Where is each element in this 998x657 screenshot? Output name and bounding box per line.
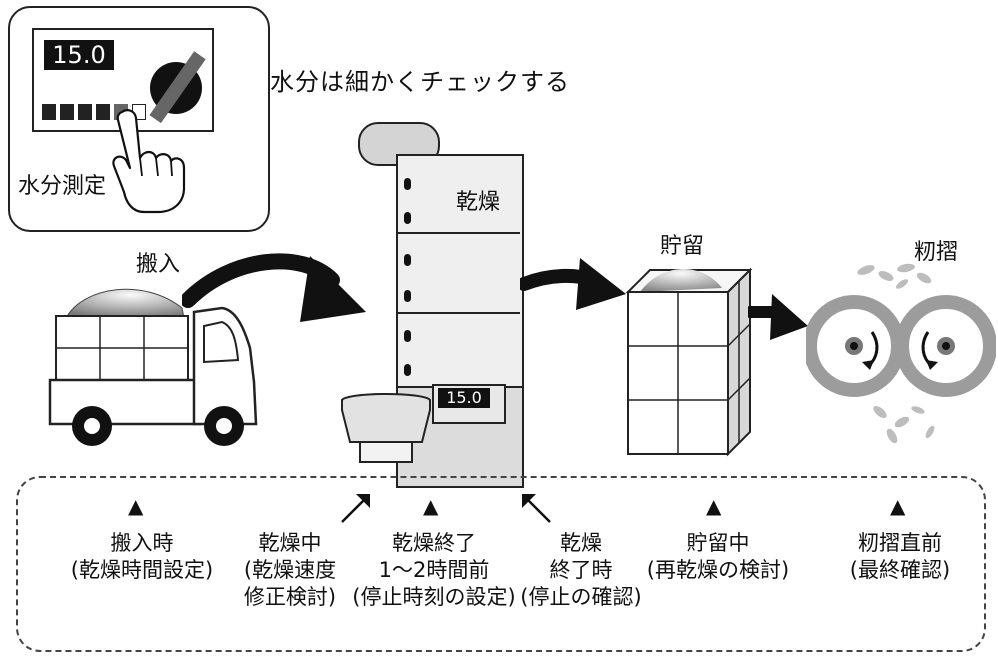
- timeline-item-before-end: 乾燥終了 1～2時間前 (停止時刻の設定): [346, 530, 522, 611]
- timeline-item-detail: (乾燥速度: [243, 558, 337, 582]
- timeline-item-storage: 貯留中 (再乾燥の検討): [640, 530, 796, 584]
- timeline-item-detail: 終了時: [549, 558, 613, 582]
- headline: 水分は細かくチェックする: [270, 68, 570, 96]
- timeline-item-title: 乾燥: [560, 531, 602, 555]
- timeline-item-detail: (乾燥時間設定): [70, 558, 214, 582]
- timeline-item-detail: (最終確認): [849, 558, 951, 582]
- marker-triangle-icon: ▲: [890, 494, 906, 518]
- timeline-item-detail: 1～2時間前: [378, 558, 490, 582]
- huller-rollers-illustration: [806, 263, 996, 444]
- timeline-item-before-hulling: 籾摺直前 (最終確認): [830, 530, 970, 584]
- timeline-item-unloading: 搬入時 (乾燥時間設定): [62, 530, 222, 584]
- timeline-item-detail: 修正検討): [243, 585, 337, 609]
- storage-bin-illustration: [625, 267, 753, 457]
- timeline-item-during-drying: 乾燥中 (乾燥速度 修正検討): [224, 530, 356, 611]
- timeline-item-detail: (停止の確認): [520, 585, 642, 609]
- meter-button[interactable]: [96, 104, 110, 120]
- moisture-measure-label: 水分測定: [18, 174, 107, 199]
- timeline-item-title: 搬入時: [110, 531, 174, 555]
- stage-label-hulling: 籾摺: [914, 240, 959, 265]
- meter-button[interactable]: [78, 104, 92, 120]
- timeline-item-title: 乾燥中: [258, 531, 322, 555]
- flow-arrow-icon: [748, 294, 808, 340]
- dial-knob-icon[interactable]: [146, 44, 210, 124]
- flow-arrow-icon: [182, 253, 366, 322]
- meter-display-value: 15.0: [52, 41, 106, 69]
- rivet-icon: [404, 330, 411, 342]
- marker-diagonal-arrow-icon: [341, 494, 370, 523]
- rivet-icon: [404, 254, 411, 266]
- marker-triangle-icon: ▲: [706, 494, 722, 518]
- meter-button[interactable]: [60, 104, 74, 120]
- marker-diagonal-arrow-icon: [522, 494, 551, 523]
- dryer-front-panel: [396, 154, 524, 388]
- flow-arrow-icon: [520, 258, 626, 310]
- truck-illustration: [48, 288, 258, 446]
- moisture-meter-panel: 15.0 水分測定: [8, 6, 270, 232]
- rivet-icon: [404, 290, 411, 302]
- meter-display: 15.0: [44, 40, 114, 70]
- meter-button[interactable]: [42, 104, 56, 120]
- marker-triangle-icon: ▲: [423, 494, 439, 518]
- timeline-item-drying-end: 乾燥 終了時 (停止の確認): [516, 530, 646, 611]
- timeline-item-title: 貯留中: [686, 531, 750, 555]
- stage-label-drying: 乾燥: [456, 190, 501, 215]
- timeline-item-title: 籾摺直前: [858, 531, 942, 555]
- timeline-item-detail: (停止時刻の設定): [352, 585, 516, 609]
- dryer-display: 15.0: [438, 388, 490, 408]
- rivet-icon: [404, 178, 411, 190]
- rivet-icon: [404, 212, 411, 224]
- pointing-hand-icon: [112, 109, 186, 214]
- timeline-item-detail: (再乾燥の検討): [646, 558, 790, 582]
- dryer-display-value: 15.0: [446, 388, 482, 407]
- hopper-chute-icon: [341, 393, 431, 463]
- stage-label-storage: 貯留: [660, 234, 705, 259]
- timeline-item-title: 乾燥終了: [392, 531, 476, 555]
- rivet-icon: [404, 364, 411, 376]
- meter-device: 15.0: [32, 28, 214, 132]
- marker-triangle-icon: ▲: [128, 494, 144, 518]
- check-timing-box: [16, 476, 986, 652]
- stage-label-transport: 搬入: [136, 252, 181, 277]
